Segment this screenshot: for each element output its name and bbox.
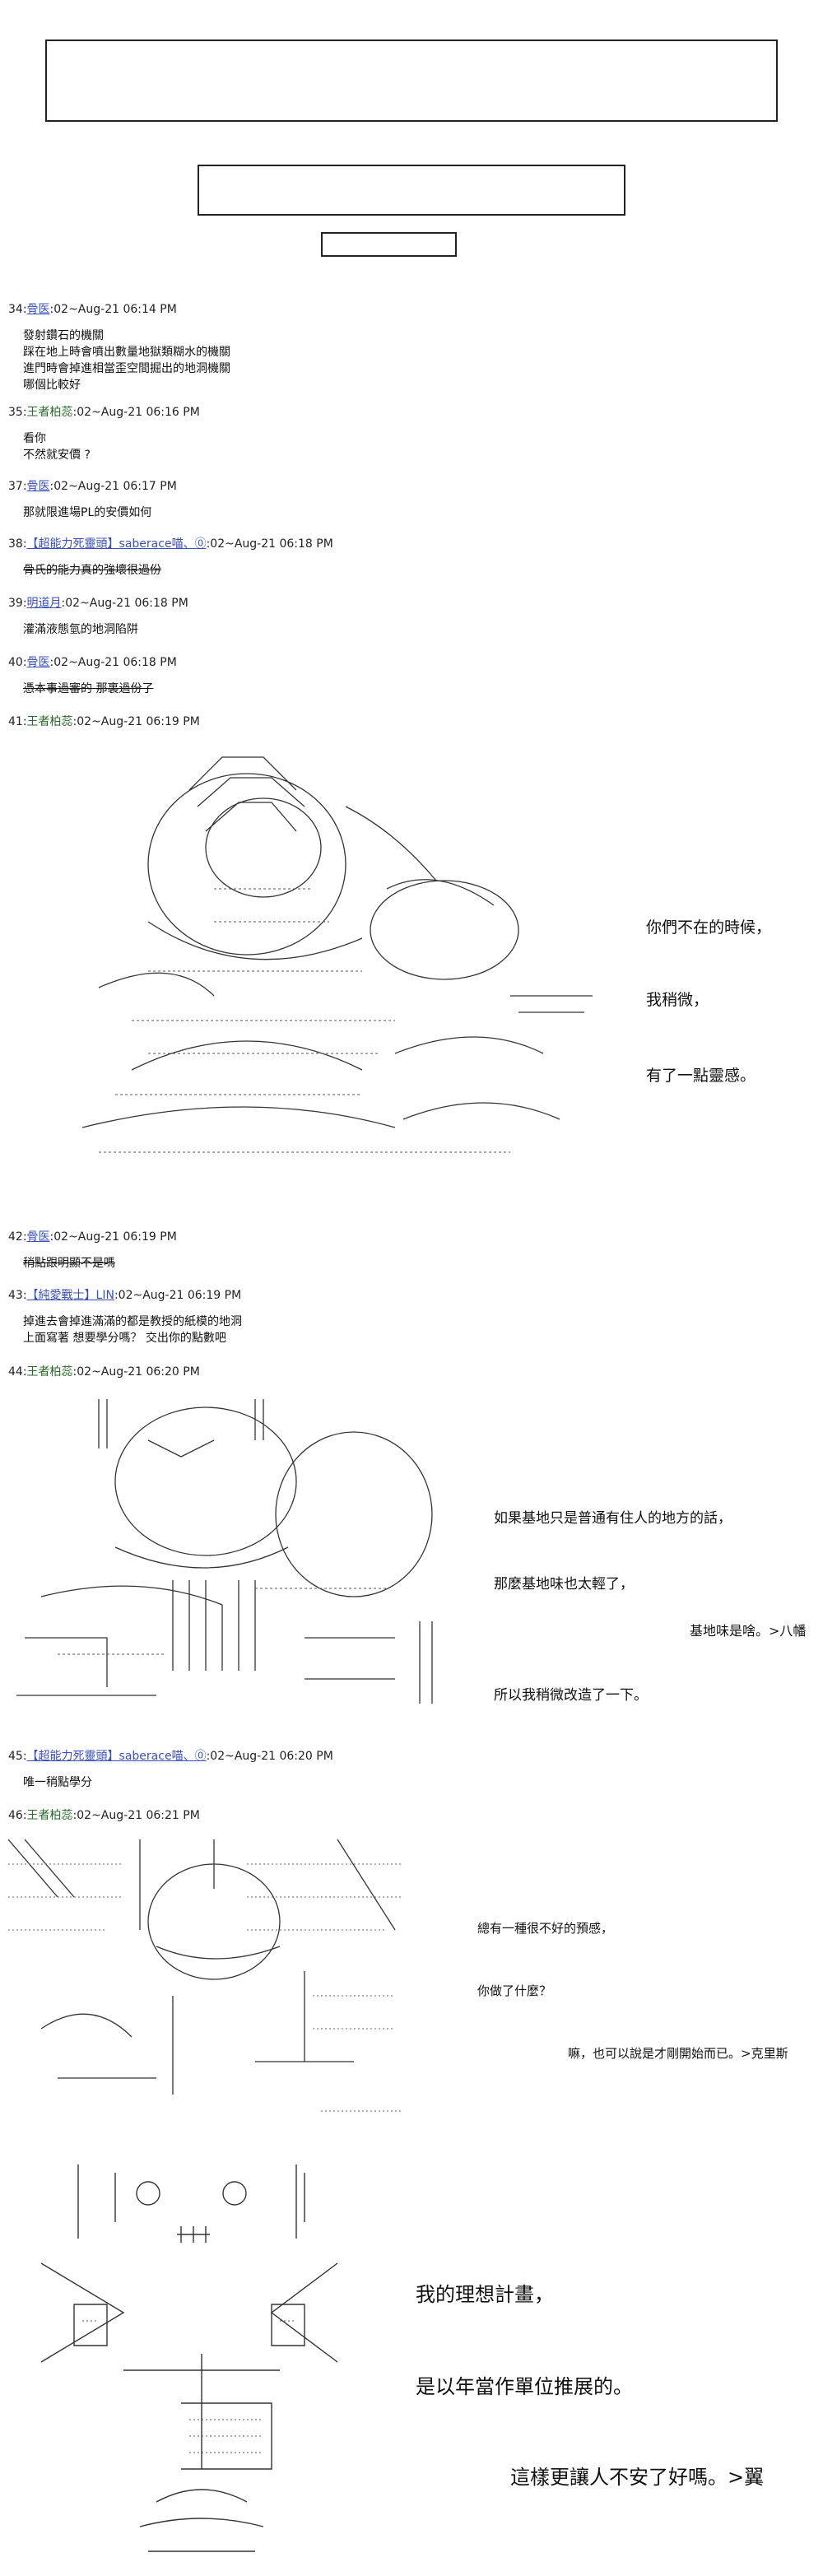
- poster-name[interactable]: 骨医: [26, 656, 50, 669]
- ascii-art-illustration-41: [81, 756, 593, 1153]
- post-header-41: 41:王者柏蕊:02~Aug-21 06:19 PM: [8, 715, 200, 728]
- post-body-45: 唯一稍點學分: [23, 1776, 92, 1789]
- poster-name[interactable]: 【純愛戰士】LIN: [26, 1289, 114, 1302]
- speech-line: 是以年當作單位推展的。: [416, 2375, 633, 2398]
- poster-mail[interactable]: saberace喵、⓪: [119, 1750, 207, 1763]
- speech-line: 你們不在的時候，: [646, 918, 772, 937]
- poster-name[interactable]: 【超能力死靈頭】: [26, 537, 119, 551]
- speech-line: 基地味是啥。>八幡: [690, 1623, 807, 1639]
- poster-name[interactable]: 骨医: [26, 1230, 50, 1244]
- post-header-40: 40:骨医:02~Aug-21 06:18 PM: [8, 656, 177, 669]
- poster-name[interactable]: 王者柏蕊: [26, 715, 73, 728]
- poster-name[interactable]: 王者柏蕊: [26, 1809, 73, 1822]
- top-frame-small: [321, 232, 457, 257]
- poster-name[interactable]: 王者柏蕊: [26, 406, 73, 419]
- post-header-43: 43:【純愛戰士】LIN:02~Aug-21 06:19 PM: [8, 1289, 242, 1302]
- post-header-39: 39:明道月:02~Aug-21 06:18 PM: [8, 597, 188, 610]
- post-body-38: 骨氏的能力真的強壞很過份: [23, 564, 161, 577]
- post-body-35: 看你 不然就安價 ?: [23, 432, 91, 462]
- post-header-44: 44:王者柏蕊:02~Aug-21 06:20 PM: [8, 1365, 200, 1379]
- poster-name[interactable]: 王者柏蕊: [26, 1365, 73, 1379]
- ascii-art-illustration-44: [16, 1399, 433, 1704]
- poster-mail[interactable]: saberace喵、⓪: [119, 537, 207, 551]
- speech-line: 嘛，也可以說是才剛開始而已。>克里斯: [568, 2046, 788, 2061]
- speech-line: 有了一點靈感。: [646, 1067, 756, 1085]
- ascii-art-illustration-final: [40, 2164, 338, 2552]
- speech-line: 那麼基地味也太輕了，: [494, 1576, 634, 1593]
- speech-line: 總有一種很不好的預感，: [477, 1921, 614, 1936]
- post-header-38: 38:【超能力死靈頭】saberace喵、⓪:02~Aug-21 06:18 P…: [8, 537, 333, 551]
- post-header-45: 45:【超能力死靈頭】saberace喵、⓪:02~Aug-21 06:20 P…: [8, 1750, 333, 1763]
- post-header-46: 46:王者柏蕊:02~Aug-21 06:21 PM: [8, 1809, 200, 1822]
- ascii-art-illustration-46: [8, 1839, 403, 2112]
- speech-line: 你做了什麼？: [477, 1983, 552, 1998]
- post-body-42: 稍點跟明顯不是嗎: [23, 1257, 115, 1270]
- post-header-42: 42:骨医:02~Aug-21 06:19 PM: [8, 1230, 177, 1244]
- post-body-39: 灌滿液態氫的地洞陷阱: [23, 623, 138, 636]
- speech-line: 我的理想計畫，: [416, 2283, 554, 2306]
- speech-line: 這樣更讓人不安了好嗎。>翼: [510, 2466, 765, 2489]
- poster-name[interactable]: 骨医: [26, 480, 50, 493]
- post-header-35: 35:王者柏蕊:02~Aug-21 06:16 PM: [8, 406, 200, 419]
- post-body-37: 那就限進場PL的安價如何: [23, 506, 152, 519]
- top-frame-large: [45, 40, 778, 122]
- post-body-40: 憑本事過審的 那裏過份了: [23, 682, 154, 695]
- speech-line: 我稍微，: [646, 991, 709, 1009]
- poster-name[interactable]: 明道月: [26, 597, 62, 610]
- post-header-34: 34:骨医:02~Aug-21 06:14 PM: [8, 303, 177, 316]
- poster-name[interactable]: 【超能力死靈頭】: [26, 1750, 119, 1763]
- post-body-43: 掉進去會掉進滿滿的都是教授的紙模的地洞 上面寫著 想要學分嗎？ 交出你的點數吧: [23, 1315, 242, 1345]
- post-header-37: 37:骨医:02~Aug-21 06:17 PM: [8, 480, 177, 493]
- speech-line: 如果基地只是普通有住人的地方的話，: [494, 1510, 732, 1527]
- top-frame-medium: [198, 165, 625, 216]
- speech-line: 所以我稍微改造了一下。: [494, 1687, 648, 1704]
- post-body-34: 發射鑽石的機關 踩在地上時會噴出數量地獄類糊水的機關 進門時會掉進相當歪空間掘出…: [23, 329, 230, 392]
- poster-name[interactable]: 骨医: [26, 303, 50, 316]
